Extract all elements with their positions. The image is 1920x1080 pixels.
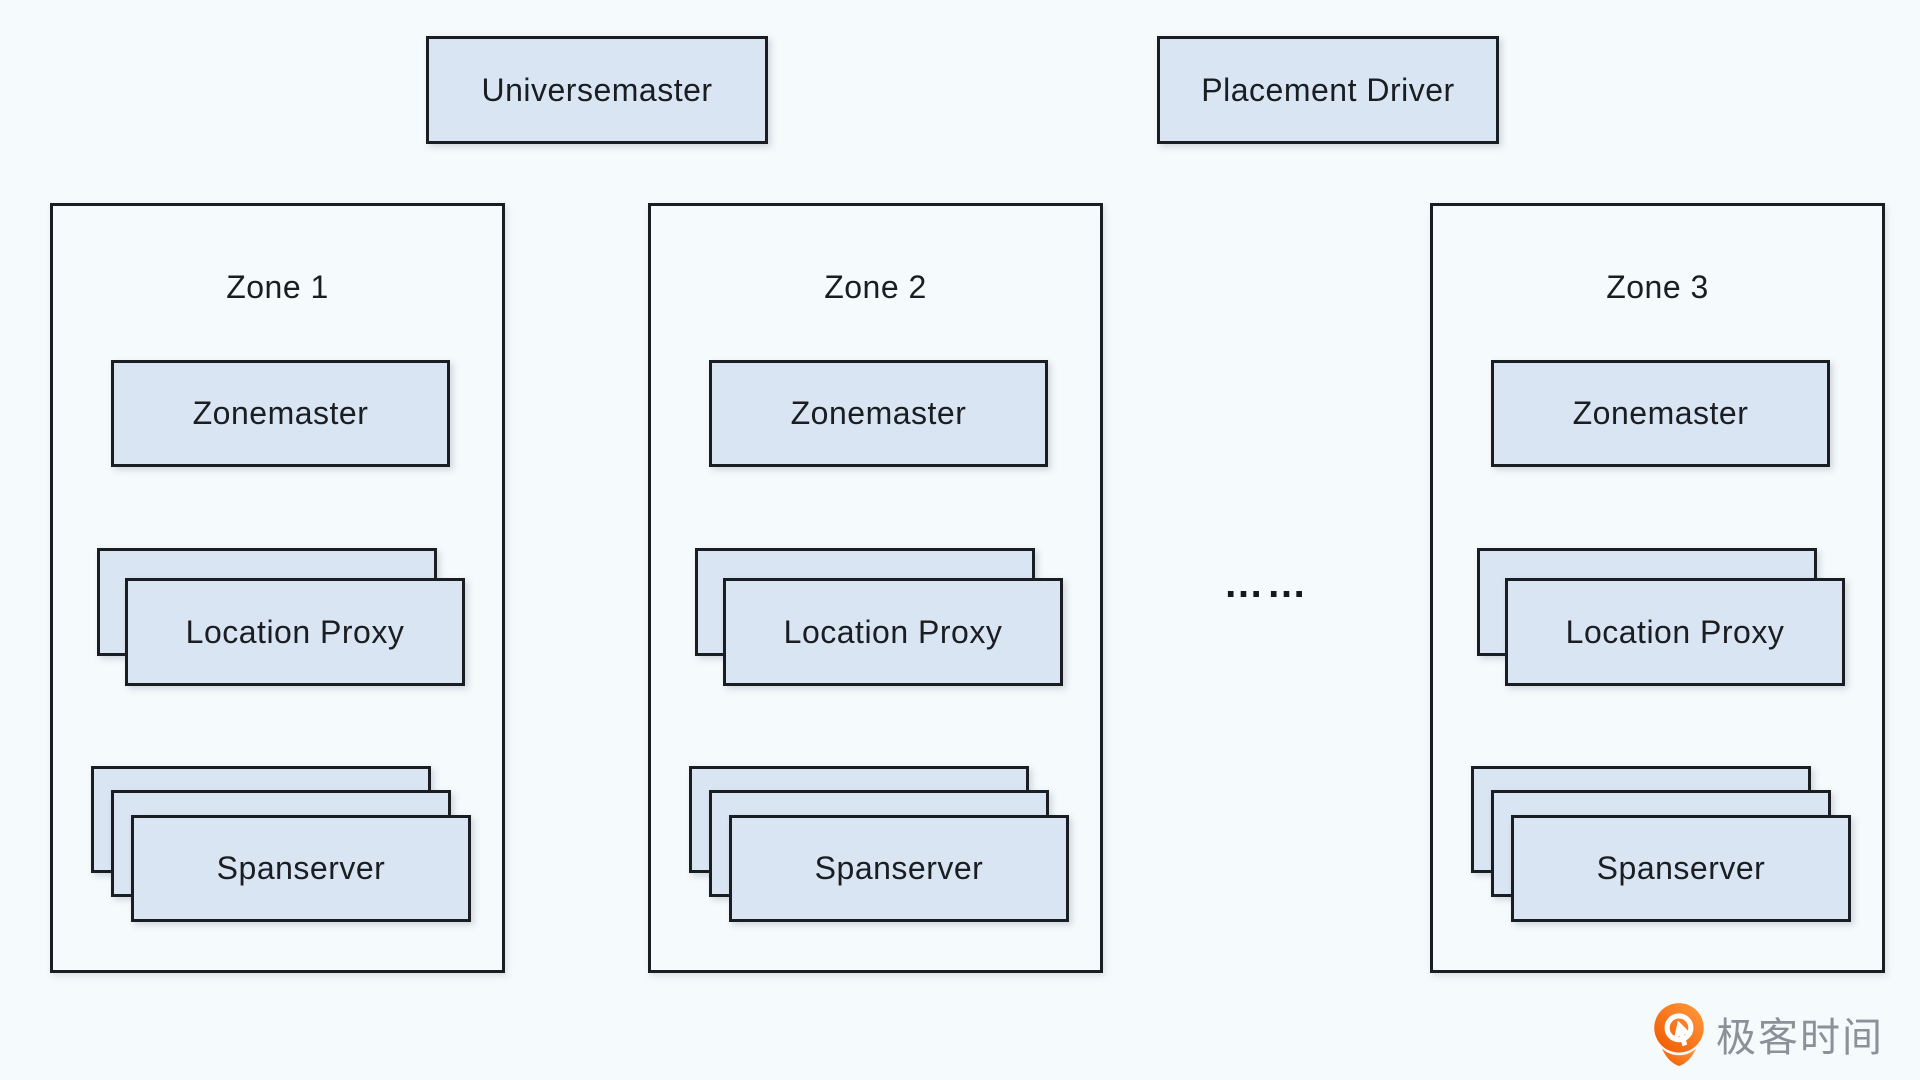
zone-3-title: Zone 3 — [1606, 269, 1709, 305]
zone-1-zonemaster-box: Zonemaster — [111, 360, 450, 467]
zone-3-spanserver-box: Spanserver — [1511, 815, 1851, 922]
zone-1-title: Zone 1 — [226, 269, 329, 305]
zone-2-title: Zone 2 — [824, 269, 927, 305]
location-proxy-label: Location Proxy — [1565, 613, 1785, 650]
zone-2-zonemaster-box: Zonemaster — [709, 360, 1048, 467]
zone-3-container: Zone 3 Zonemaster Location Proxy Spanser… — [1430, 203, 1885, 973]
spanserver-label: Spanserver — [1596, 850, 1766, 886]
zonemaster-label: Zonemaster — [192, 395, 369, 431]
zone-3-zonemaster-box: Zonemaster — [1491, 360, 1830, 467]
location-proxy-label: Location Proxy — [783, 613, 1003, 650]
zonemaster-label: Zonemaster — [1572, 395, 1749, 431]
more-zones-ellipsis: …… — [1223, 562, 1310, 606]
zone-3-location-proxy-box: Location Proxy — [1505, 578, 1845, 686]
zone-1-container: Zone 1 Zonemaster Location Proxy Spanser… — [50, 203, 505, 973]
placement-driver-label: Placement Driver — [1201, 71, 1455, 108]
placement-driver-box: Placement Driver — [1157, 36, 1499, 144]
zone-2-spanserver-box: Spanserver — [729, 815, 1069, 922]
universemaster-box: Universemaster — [426, 36, 768, 144]
zone-2-container: Zone 2 Zonemaster Location Proxy Spanser… — [648, 203, 1103, 973]
geektime-pin-icon — [1654, 1003, 1704, 1066]
spanserver-label: Spanserver — [814, 850, 984, 886]
universemaster-label: Universemaster — [481, 71, 713, 108]
spanserver-label: Spanserver — [216, 850, 386, 886]
zone-2-location-proxy-box: Location Proxy — [723, 578, 1063, 686]
location-proxy-label: Location Proxy — [185, 613, 405, 650]
geektime-logo: 极客时间 — [1653, 1001, 1884, 1067]
geektime-logo-text: 极客时间 — [1716, 1016, 1884, 1060]
zonemaster-label: Zonemaster — [790, 395, 967, 431]
zone-1-location-proxy-box: Location Proxy — [125, 578, 465, 686]
zone-1-spanserver-box: Spanserver — [131, 815, 471, 922]
